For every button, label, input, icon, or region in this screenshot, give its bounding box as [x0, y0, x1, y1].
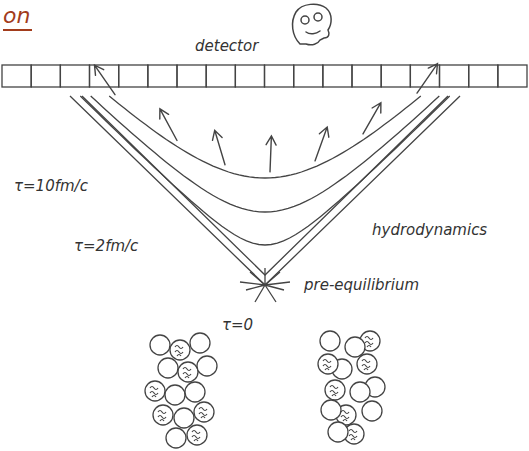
detector-cell	[235, 65, 264, 87]
detector-cell	[60, 65, 89, 87]
flow-arrow	[363, 103, 381, 134]
quark-scribble	[323, 360, 331, 371]
detector-cell	[90, 65, 119, 87]
quark-scribble	[341, 411, 349, 422]
face-eye	[301, 16, 309, 24]
face-mouth	[306, 31, 320, 34]
detector-cell	[498, 65, 527, 87]
collision-star	[240, 268, 290, 302]
quark-scribble	[365, 337, 373, 348]
detector-cell	[2, 65, 31, 87]
light-cone-line	[70, 96, 460, 285]
nucleon	[350, 382, 370, 402]
light-cone	[70, 96, 460, 285]
nucleon	[345, 337, 365, 357]
face-outline	[293, 4, 332, 45]
nucleon	[185, 382, 205, 402]
nucleon	[153, 405, 173, 425]
quark-scribble	[150, 387, 158, 398]
detector-strip	[2, 65, 527, 87]
nucleon	[321, 400, 341, 420]
quark-scribble	[330, 386, 338, 397]
quark-scribble	[199, 408, 207, 419]
face-doodle	[293, 4, 332, 45]
nucleon	[150, 335, 170, 355]
quark-scribble	[349, 430, 357, 441]
detector-cell	[381, 65, 410, 87]
hyperbola	[109, 96, 421, 178]
detector-cell	[148, 65, 177, 87]
nucleon	[357, 354, 377, 374]
stage-label: hydrodynamics	[372, 221, 487, 239]
flow-arrow	[95, 65, 116, 95]
title: on	[3, 4, 32, 31]
stage-label: τ=2fm/c	[74, 237, 138, 255]
hyperbola	[91, 96, 440, 212]
nucleon	[197, 356, 217, 376]
nucleon	[174, 408, 194, 428]
quark-scribble	[192, 431, 200, 442]
flow-arrow	[213, 130, 226, 165]
nucleon	[158, 358, 178, 378]
nucleon	[165, 385, 185, 405]
flow-arrow	[266, 136, 276, 172]
nucleon	[170, 340, 190, 360]
stage-label: τ=0	[222, 316, 253, 334]
stage-label: τ=10fm/c	[14, 177, 88, 195]
nucleon	[325, 380, 345, 400]
nucleon	[328, 422, 348, 442]
nucleon	[178, 362, 198, 382]
nucleon	[187, 425, 207, 445]
nuclei	[145, 331, 385, 448]
quark-scribble	[158, 411, 166, 422]
flow-arrow	[315, 127, 329, 161]
detector-cell	[410, 65, 439, 87]
nucleon	[320, 331, 340, 351]
star-rays	[240, 268, 290, 302]
detector-cell	[440, 65, 469, 87]
quark-scribble	[183, 368, 191, 379]
stage-label: pre-equilibrium	[304, 276, 419, 294]
quark-scribble	[362, 360, 370, 371]
flow-arrow	[160, 109, 177, 141]
nucleon	[318, 354, 338, 374]
quark-scribble	[175, 346, 183, 357]
detector-cell	[294, 65, 323, 87]
detector-cell	[352, 65, 381, 87]
flow-arrow	[417, 64, 438, 94]
face-eye	[314, 13, 322, 21]
nucleon	[362, 401, 382, 421]
nucleon	[145, 381, 165, 401]
detector-cell	[31, 65, 60, 87]
detector-label: detector	[195, 37, 258, 55]
detector-cell	[119, 65, 148, 87]
detector-cell	[469, 65, 498, 87]
detector-cell	[265, 65, 294, 87]
nucleon	[194, 402, 214, 422]
flow-arrows	[95, 64, 438, 172]
detector-cell	[177, 65, 206, 87]
detector-cell	[323, 65, 352, 87]
detector-cell	[206, 65, 235, 87]
nucleon	[166, 428, 186, 448]
nucleon	[190, 333, 210, 353]
